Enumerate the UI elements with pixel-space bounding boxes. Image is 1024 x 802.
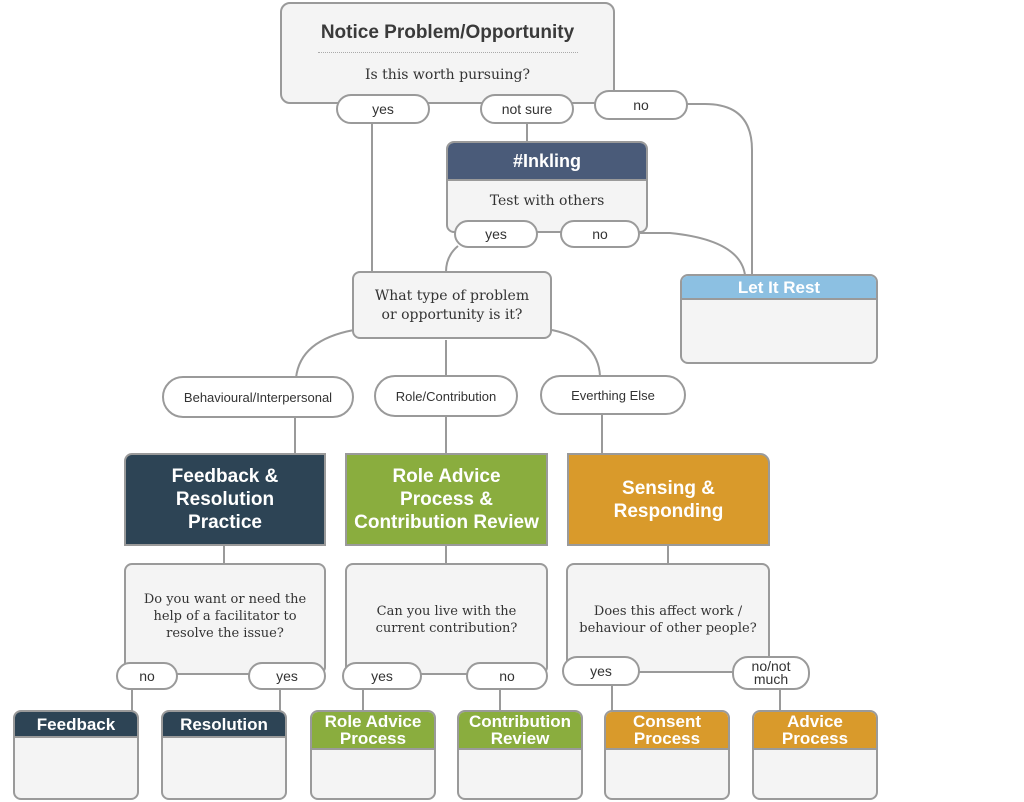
feedback-practice-line1: Feedback & [171, 466, 279, 487]
feedback-question-box: Do you want or need the help of a facili… [124, 563, 326, 675]
type-question-text: What type of problem or opportunity is i… [354, 287, 550, 325]
sensing-no-pill[interactable]: no/not much [732, 656, 810, 690]
category-behavioural[interactable]: Behavioural/Interpersonal [162, 376, 354, 418]
role-advice-line2: Process & [400, 489, 493, 510]
inkling-no-pill[interactable]: no [560, 220, 640, 248]
sensing-question-text: Does this affect work / behaviour of oth… [568, 603, 768, 637]
leaf-contribution: Contribution Review [457, 710, 583, 800]
role-q-line2: current contribution? [375, 621, 518, 636]
leaf-consent-line1: Consent [633, 712, 701, 731]
leaf-advice-line2: Process [781, 729, 849, 748]
leaf-advice-title: Advice Process [754, 712, 876, 750]
role-question-box: Can you live with the current contributi… [345, 563, 548, 675]
sensing-no-line2: much [753, 671, 789, 687]
leaf-consent-title: Consent Process [606, 712, 728, 750]
sensing-question-box: Does this affect work / behaviour of oth… [566, 563, 770, 673]
leaf-role-advice-title: Role Advice Process [312, 712, 434, 750]
leaf-consent: Consent Process [604, 710, 730, 800]
let-it-rest-title: Let It Rest [682, 276, 876, 300]
feedback-question-text: Do you want or need the help of a facili… [126, 591, 324, 642]
top-no-pill[interactable]: no [594, 90, 688, 120]
role-yes-pill[interactable]: yes [342, 662, 422, 690]
leaf-role-advice-line1: Role Advice [324, 712, 422, 731]
leaf-role-advice-line2: Process [339, 729, 407, 748]
feedback-q-line3: resolve the issue? [166, 626, 284, 641]
leaf-resolution-title: Resolution [163, 712, 285, 738]
top-not-sure-pill[interactable]: not sure [480, 94, 574, 124]
feedback-practice-line3: Practice [188, 512, 262, 533]
leaf-role-advice: Role Advice Process [310, 710, 436, 800]
inkling-title: #Inkling [448, 143, 646, 181]
feedback-yes-pill[interactable]: yes [248, 662, 326, 690]
sensing-q-line2: behaviour of other people? [579, 621, 757, 636]
sensing-yes-pill[interactable]: yes [562, 656, 640, 686]
leaf-feedback: Feedback [13, 710, 139, 800]
leaf-advice: Advice Process [752, 710, 878, 800]
role-advice-line3: Contribution Review [354, 512, 539, 533]
top-yes-pill[interactable]: yes [336, 94, 430, 124]
leaf-contribution-title: Contribution Review [459, 712, 581, 750]
sensing-line1: Sensing & [622, 477, 715, 499]
leaf-advice-line1: Advice [787, 712, 843, 731]
role-no-pill[interactable]: no [466, 662, 548, 690]
role-q-line1: Can you live with the [376, 604, 517, 619]
inkling-text: Test with others [489, 193, 605, 209]
leaf-contribution-line1: Contribution [469, 712, 571, 731]
type-question-line2: or opportunity is it? [381, 307, 523, 323]
feedback-practice-line2: Resolution [175, 489, 275, 510]
feedback-q-line1: Do you want or need the [143, 592, 307, 607]
leaf-resolution: Resolution [161, 710, 287, 800]
let-it-rest-box: Let It Rest [680, 274, 878, 364]
title-divider [318, 52, 578, 53]
inkling-box: #Inkling Test with others [446, 141, 648, 233]
sensing-line2: Responding [613, 500, 724, 522]
role-advice-box: Role Advice Process & Contribution Revie… [345, 453, 548, 546]
sensing-box: Sensing & Responding [567, 453, 770, 546]
notice-title: Notice Problem/Opportunity [320, 22, 575, 43]
leaf-feedback-title: Feedback [15, 712, 137, 738]
role-question-text: Can you live with the current contributi… [347, 603, 546, 637]
feedback-practice-box: Feedback & Resolution Practice [124, 453, 326, 546]
leaf-contribution-line2: Review [490, 729, 550, 748]
notice-question: Is this worth pursuing? [365, 67, 530, 83]
type-question-line1: What type of problem [374, 288, 530, 304]
type-question-box: What type of problem or opportunity is i… [352, 271, 552, 339]
notice-box: Notice Problem/Opportunity Is this worth… [280, 2, 615, 104]
category-role[interactable]: Role/Contribution [374, 375, 518, 417]
feedback-q-line2: help of a facilitator to [153, 609, 297, 624]
inkling-yes-pill[interactable]: yes [454, 220, 538, 248]
leaf-consent-line2: Process [633, 729, 701, 748]
feedback-no-pill[interactable]: no [116, 662, 178, 690]
category-else[interactable]: Everthing Else [540, 375, 686, 415]
sensing-q-line1: Does this affect work / [593, 604, 743, 619]
sensing-no-line1: no/not [751, 658, 791, 674]
role-advice-line1: Role Advice [392, 466, 501, 487]
